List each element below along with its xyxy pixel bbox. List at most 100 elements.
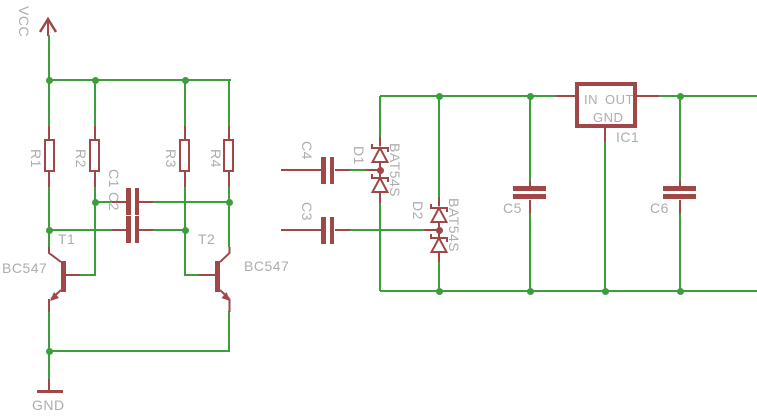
resistor-R1[interactable] (44, 139, 55, 172)
vcc-symbol[interactable] (38, 10, 60, 38)
capacitor-C5[interactable] (513, 186, 546, 191)
pin-wire (112, 201, 127, 203)
net-wire[interactable] (658, 95, 757, 97)
junction-dot (677, 288, 684, 295)
net-wire[interactable] (48, 186, 50, 231)
transistor-part-label: BC547 (2, 260, 48, 276)
transistor-T1[interactable] (44, 245, 70, 315)
net-wire[interactable] (529, 212, 531, 291)
capacitor-C6[interactable] (663, 194, 696, 199)
net-wire[interactable] (94, 81, 96, 127)
pin-wire (184, 126, 186, 140)
diode-D1[interactable] (369, 143, 391, 167)
net-wire[interactable] (438, 261, 440, 291)
capacitor-C1[interactable] (126, 188, 131, 215)
net-wire[interactable] (228, 311, 230, 352)
net-wire[interactable] (228, 202, 230, 247)
net-wire[interactable] (79, 274, 96, 276)
net-wire[interactable] (380, 290, 757, 292)
capacitor-C1[interactable] (134, 188, 139, 215)
net-wire[interactable] (94, 202, 96, 276)
net-wire[interactable] (48, 81, 50, 127)
net-wire[interactable] (48, 351, 50, 380)
net-wire[interactable] (48, 311, 50, 352)
resistor-label: R3 (163, 149, 179, 168)
net-wire[interactable] (185, 274, 200, 276)
gnd-symbol[interactable] (37, 390, 63, 393)
net-wire[interactable] (438, 97, 440, 199)
junction-dot (92, 77, 99, 84)
capacitor-C3[interactable] (321, 217, 326, 244)
net-wire[interactable] (184, 230, 186, 276)
net-wire[interactable] (49, 350, 230, 352)
capacitor-label: C4 (299, 141, 315, 160)
junction-dot (436, 288, 443, 295)
net-wire[interactable] (94, 186, 96, 203)
capacitor-label: C3 (299, 202, 315, 221)
capacitor-C4[interactable] (321, 157, 326, 184)
net-wire[interactable] (228, 81, 230, 127)
capacitor-C6[interactable] (663, 186, 696, 191)
capacitor-C5[interactable] (513, 194, 546, 199)
net-wire[interactable] (152, 201, 230, 203)
net-wire[interactable] (604, 141, 606, 291)
pin-wire (556, 95, 575, 97)
pin-wire (529, 200, 531, 213)
net-wire[interactable] (349, 229, 425, 231)
diode-part-label: BAT54S (387, 143, 403, 198)
pin-wire (438, 197, 440, 206)
pin-wire (335, 169, 350, 171)
net-wire[interactable] (48, 35, 50, 80)
net-wire[interactable] (184, 186, 186, 231)
net-wire[interactable] (379, 96, 381, 139)
ic-pin-out-label: OUT (605, 92, 634, 107)
pin-wire (112, 229, 127, 231)
net-wire[interactable] (50, 229, 113, 231)
net-wire[interactable] (380, 95, 557, 97)
diode-D2[interactable] (428, 233, 450, 257)
resistor-R4[interactable] (223, 139, 234, 172)
net-wire[interactable] (228, 186, 230, 203)
net-wire[interactable] (95, 201, 113, 203)
pin-wire (604, 127, 606, 142)
net-wire[interactable] (349, 169, 367, 171)
net-wire[interactable] (184, 81, 186, 127)
resistor-R3[interactable] (179, 139, 190, 172)
capacitor-C4[interactable] (329, 157, 334, 184)
diode-part-label: BAT54S (446, 198, 462, 253)
junction-dot (46, 77, 53, 84)
net-wire[interactable] (679, 212, 681, 291)
transistor-label: T2 (198, 231, 216, 247)
capacitor-C2[interactable] (126, 216, 131, 243)
net-wire[interactable] (48, 230, 50, 247)
capacitor-C3[interactable] (329, 217, 334, 244)
diode-label: D2 (410, 201, 426, 220)
junction-dot (602, 288, 609, 295)
capacitor-label: C6 (650, 200, 669, 216)
capacitor-C2[interactable] (134, 216, 139, 243)
pin-wire (139, 229, 153, 231)
junction-dot (527, 93, 534, 100)
ic-label: IC1 (616, 129, 640, 145)
resistor-R2[interactable] (89, 139, 100, 172)
pin-wire (94, 172, 96, 187)
net-wire[interactable] (379, 202, 381, 291)
junction-dot (527, 288, 534, 295)
pin-wire (48, 126, 50, 140)
diode-label: D1 (351, 146, 367, 165)
net-wire[interactable] (49, 79, 231, 81)
diode-D1[interactable] (369, 173, 391, 197)
diode-D2[interactable] (428, 203, 450, 227)
junction-dot (377, 167, 384, 174)
transistor-T2[interactable] (212, 245, 238, 315)
ic-IC1[interactable]: IN OUT GND (575, 82, 637, 128)
gnd-label: GND (32, 397, 65, 413)
net-wire[interactable] (679, 97, 681, 182)
pin-wire (228, 126, 230, 140)
net-wire[interactable] (529, 97, 531, 182)
pin-wire (366, 169, 379, 171)
ic-pin-gnd-label: GND (593, 110, 624, 125)
net-wire[interactable] (152, 229, 186, 231)
pin-wire (424, 229, 439, 231)
